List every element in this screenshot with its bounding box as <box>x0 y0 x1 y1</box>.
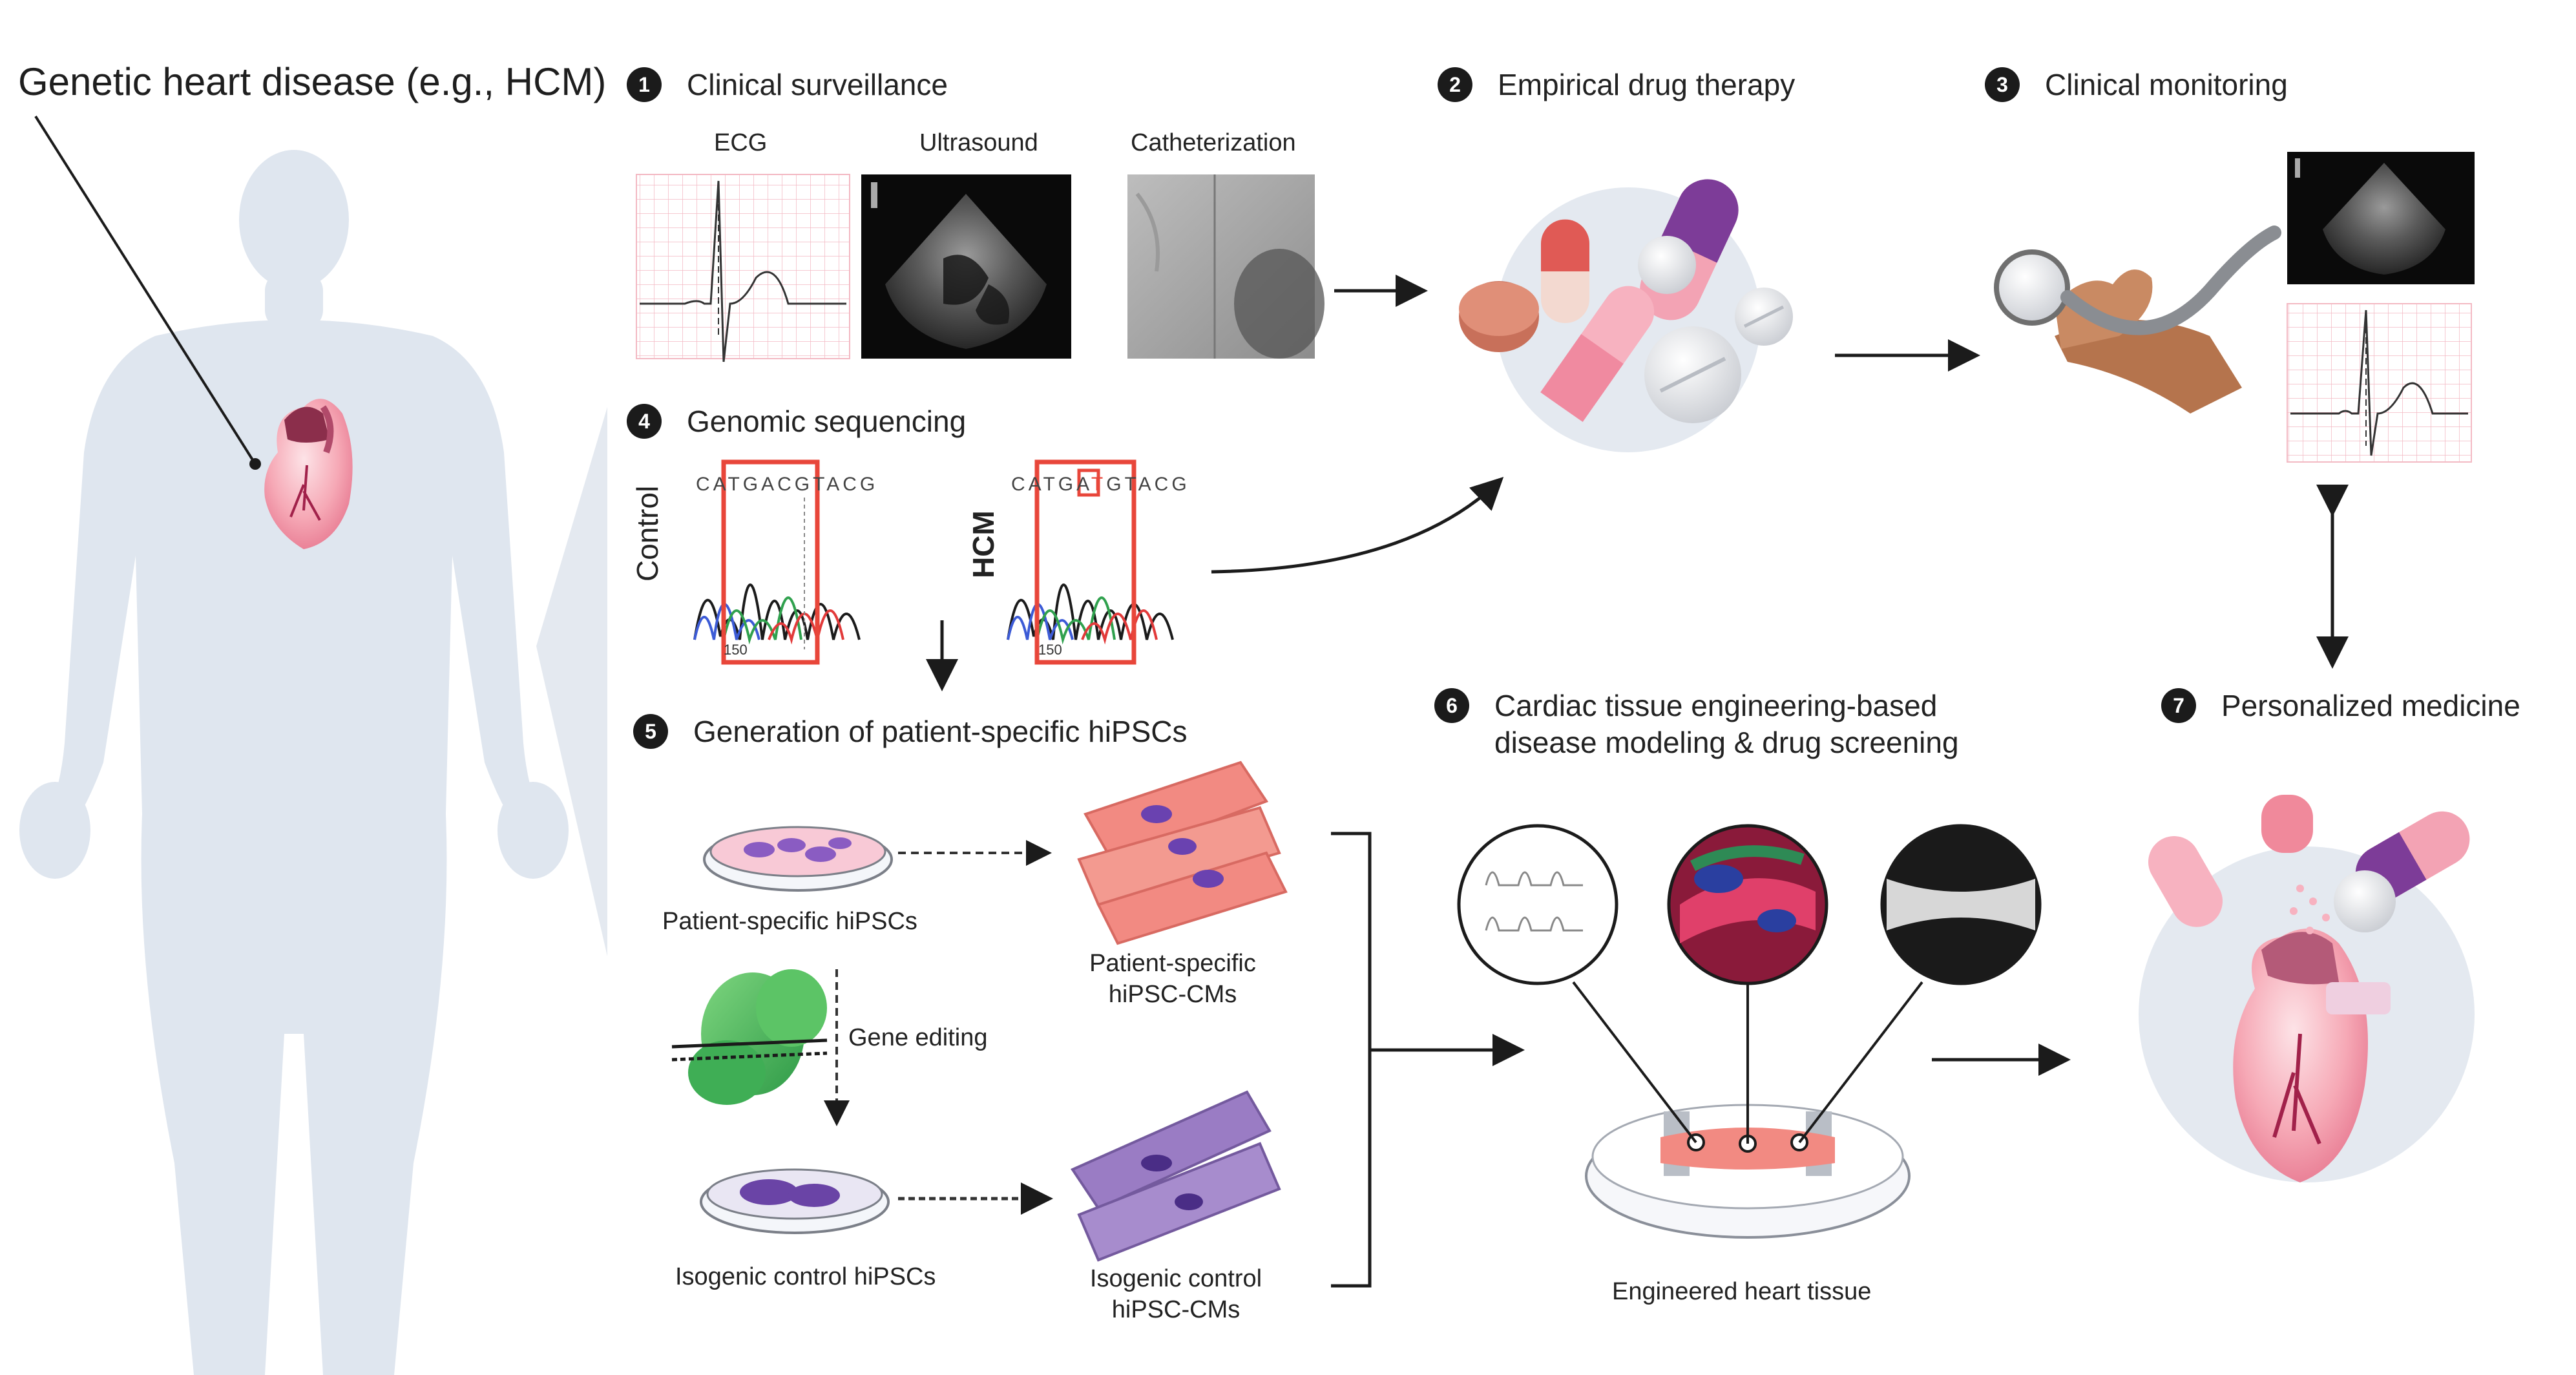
hcm-sequence: CATGATGTACG <box>1011 474 1190 495</box>
patient-hipscs-label: Patient-specific hiPSCs <box>662 908 917 935</box>
tissue-microscopy-inset <box>1667 824 1828 985</box>
body-heart-icon <box>264 399 353 549</box>
isogenic-cms-label-line2: hiPSC-CMs <box>1111 1296 1241 1323</box>
figure-title: Genetic heart disease (e.g., HCM) <box>18 60 607 103</box>
hcm-highlight-box <box>1034 459 1136 665</box>
patient-cms-label-line2: hiPSC-CMs <box>1108 981 1237 1008</box>
monitoring-ultrasound-panel <box>2287 152 2475 284</box>
step-4-badge: 4 <box>627 404 662 439</box>
isogenic-cardiomyocytes <box>1071 1090 1281 1262</box>
ultrasound-panel <box>861 174 1071 359</box>
catheterization-panel <box>1127 174 1325 359</box>
mutation-base: T <box>1091 474 1107 495</box>
step-7-badge: 7 <box>2161 688 2196 723</box>
control-position: 150 <box>724 642 748 658</box>
ecg-panel <box>636 174 850 362</box>
gene-editing-enzyme-icon <box>671 969 828 1105</box>
ecg-label: ECG <box>714 129 768 156</box>
step-5-badge: 5 <box>633 714 668 749</box>
step-2-label: Empirical drug therapy <box>1498 68 1796 101</box>
calcium-trace-inset <box>1457 824 1618 985</box>
monitoring-ecg-panel <box>2287 303 2472 463</box>
step-6-label-line2: disease modeling & drug screening <box>1494 726 1959 759</box>
step-4-label: Genomic sequencing <box>687 404 967 438</box>
control-highlight-box <box>721 459 820 665</box>
isogenic-cms-label-line1: Isogenic control <box>1089 1265 1262 1292</box>
engineered-tissue-label: Engineered heart tissue <box>1612 1278 1872 1305</box>
hcm-position: 150 <box>1038 642 1062 658</box>
hipsc-bracket <box>1331 832 1518 1288</box>
drug-therapy-illustration <box>1459 179 1793 452</box>
step-5-label: Generation of patient-specific hiPSCs <box>693 715 1188 748</box>
personalized-medicine-illustration <box>2139 795 2475 1182</box>
tissue-strip-inset <box>1880 824 2042 985</box>
mutation-highlight-box <box>1077 468 1100 497</box>
isogenic-hipsc-dish <box>700 1168 890 1234</box>
step-7-label: Personalized medicine <box>2221 689 2520 722</box>
patient-hipsc-dish <box>703 826 893 892</box>
control-label: Control <box>631 485 664 582</box>
control-chromatogram <box>691 459 866 666</box>
human-body-silhouette <box>19 150 569 1375</box>
step-6-badge: 6 <box>1434 688 1469 723</box>
ultrasound-label: Ultrasound <box>919 129 1038 156</box>
hcm-label: HCM <box>967 510 1000 578</box>
patient-cms-label-line1: Patient-specific <box>1089 950 1256 977</box>
control-sequence: CATGACGTACG <box>696 474 879 495</box>
catheterization-label: Catheterization <box>1131 129 1296 156</box>
engineered-heart-tissue-dish <box>1585 1104 1911 1239</box>
sequencing-to-drug-arrow <box>1211 477 1504 574</box>
callout-wedge <box>536 407 607 956</box>
hcm-chromatogram <box>1005 459 1179 666</box>
step-2-badge: 2 <box>1438 67 1472 102</box>
step-6-label-line1: Cardiac tissue engineering-based <box>1494 689 1938 722</box>
patient-cardiomyocytes <box>1077 761 1288 945</box>
step-3-label: Clinical monitoring <box>2045 68 2288 101</box>
step-1-badge: 1 <box>627 67 662 102</box>
gene-editing-label: Gene editing <box>848 1024 988 1051</box>
step-3-badge: 3 <box>1985 67 2020 102</box>
stethoscope-illustration <box>1994 226 2281 414</box>
isogenic-hipscs-label: Isogenic control hiPSCs <box>675 1263 936 1290</box>
step-1-label: Clinical surveillance <box>687 68 948 101</box>
title-pointer-line <box>34 115 257 465</box>
